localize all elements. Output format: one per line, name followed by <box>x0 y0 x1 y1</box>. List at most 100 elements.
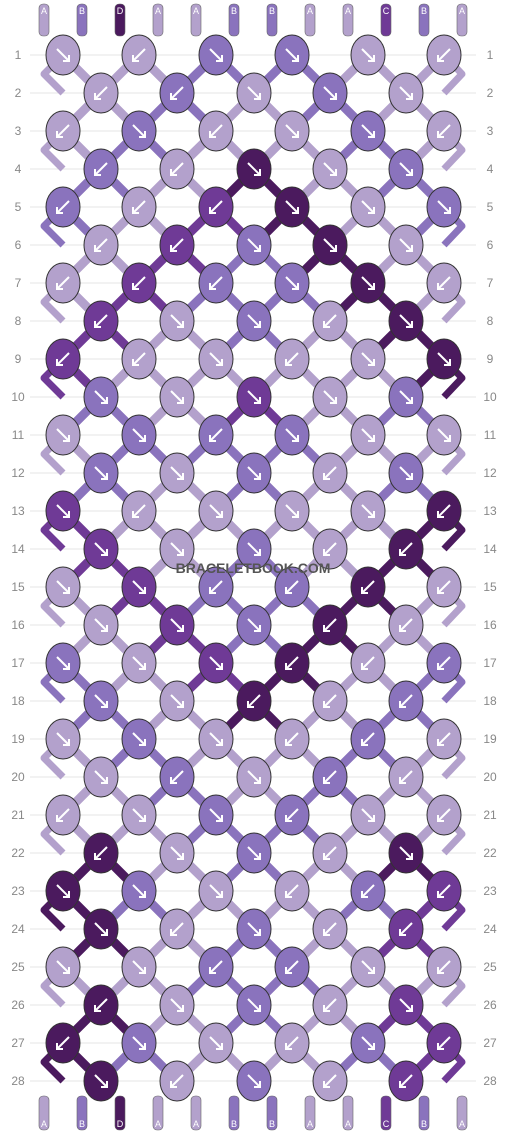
arrow-head-icon <box>254 93 261 100</box>
knot <box>121 718 157 760</box>
knot <box>388 376 424 418</box>
row-label-right: 14 <box>483 542 497 556</box>
arrow-head-icon <box>330 397 337 404</box>
arrow-icon <box>437 884 451 898</box>
arrow-icon <box>247 86 261 100</box>
arrow-head-icon <box>170 929 177 936</box>
knot <box>350 110 386 152</box>
row-label-right: 6 <box>487 238 494 252</box>
arrow-icon <box>132 884 146 898</box>
arrow-head-icon <box>101 397 108 404</box>
arrow-head-icon <box>254 473 261 480</box>
arrow-icon <box>209 504 223 518</box>
row-label-left: 12 <box>11 466 25 480</box>
arrow-icon <box>132 200 146 214</box>
row-label-left: 16 <box>11 618 25 632</box>
arrow-icon <box>209 656 223 670</box>
arrow-head-icon <box>139 1043 146 1050</box>
arrow-head-icon <box>132 283 139 290</box>
knot <box>426 718 462 760</box>
arrow-head-icon <box>254 853 261 860</box>
knot <box>350 186 386 228</box>
arrow-head-icon <box>101 777 108 784</box>
arrow-head-icon <box>101 549 108 556</box>
knot <box>350 870 386 912</box>
knot <box>312 756 348 798</box>
top-strand-label: C <box>383 6 390 16</box>
knot <box>426 338 462 380</box>
knot <box>312 72 348 114</box>
knot <box>312 224 348 266</box>
arrow-icon <box>170 542 184 556</box>
knot <box>312 680 348 722</box>
arrow-head-icon <box>101 473 108 480</box>
knot <box>83 452 119 494</box>
arrow-icon <box>247 1074 261 1088</box>
knot <box>236 984 272 1026</box>
arrow-head-icon <box>406 397 413 404</box>
knot <box>159 756 195 798</box>
arrow-head-icon <box>361 739 368 746</box>
arrow-head-icon <box>216 739 223 746</box>
arrow-icon <box>170 390 184 404</box>
knot <box>388 224 424 266</box>
arrow-head-icon <box>132 511 139 518</box>
knot <box>45 1022 81 1064</box>
arrow-icon <box>285 276 299 290</box>
knot <box>274 1022 310 1064</box>
arrow-head-icon <box>285 815 292 822</box>
arrow-head-icon <box>63 739 70 746</box>
knot <box>236 376 272 418</box>
arrow-icon <box>437 276 451 290</box>
bottom-strand-tab <box>190 1095 202 1131</box>
knot <box>121 566 157 608</box>
arrow-head-icon <box>285 967 292 974</box>
bottom-strand-label: A <box>345 1119 351 1129</box>
knot <box>45 566 81 608</box>
knot <box>45 110 81 152</box>
arrow-icon <box>323 390 337 404</box>
arrow-icon <box>56 580 70 594</box>
arrow-icon <box>285 352 299 366</box>
arrow-icon <box>209 124 223 138</box>
arrow-head-icon <box>292 207 299 214</box>
arrow-icon <box>323 542 337 556</box>
knot <box>274 490 310 532</box>
knot <box>350 490 386 532</box>
arrow-head-icon <box>101 929 108 936</box>
row-label-left: 26 <box>11 998 25 1012</box>
knot <box>83 72 119 114</box>
arrow-icon <box>437 960 451 974</box>
arrow-icon <box>209 732 223 746</box>
arrow-icon <box>399 618 413 632</box>
arrow-icon <box>94 314 108 328</box>
knot <box>45 718 81 760</box>
row-label-right: 16 <box>483 618 497 632</box>
knot <box>274 338 310 380</box>
arrow-icon <box>94 466 108 480</box>
knot <box>350 414 386 456</box>
row-label-right: 2 <box>487 86 494 100</box>
knot <box>312 908 348 950</box>
row-label-right: 15 <box>483 580 497 594</box>
arrow-head-icon <box>406 1005 413 1012</box>
arrow-icon <box>323 238 337 252</box>
arrow-head-icon <box>323 1081 330 1088</box>
knot <box>121 110 157 152</box>
arrow-icon <box>399 922 413 936</box>
knot <box>236 224 272 266</box>
top-strand-tab <box>304 3 316 37</box>
arrow-head-icon <box>254 169 261 176</box>
knot <box>312 984 348 1026</box>
arrow-icon <box>94 238 108 252</box>
knot <box>312 604 348 646</box>
row-label-right: 11 <box>484 428 497 442</box>
knot <box>45 262 81 304</box>
arrow-icon <box>170 846 184 860</box>
arrow-icon <box>285 200 299 214</box>
knot <box>198 566 234 608</box>
knot <box>45 870 81 912</box>
bottom-strand-label: B <box>269 1119 275 1129</box>
arrow-icon <box>399 162 413 176</box>
knot <box>159 984 195 1026</box>
